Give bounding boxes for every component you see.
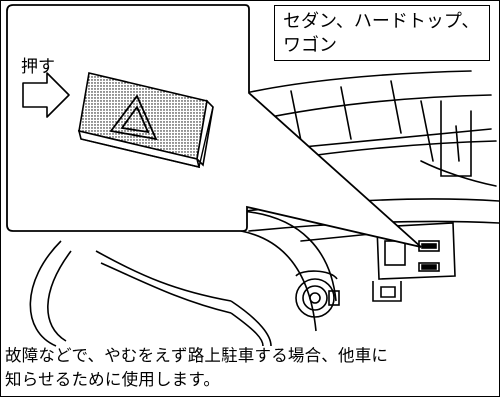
callout-inset <box>6 4 422 248</box>
model-applicability-label: セダン、ハードトップ、 ワゴン <box>274 5 490 61</box>
hazard-button <box>77 72 214 169</box>
press-arrow-icon <box>22 72 70 118</box>
caption-line1: 故障などで、やむをえず路上駐車する場合、他車に <box>5 346 389 365</box>
push-label: 押す <box>21 57 55 77</box>
caption-line2: 知らせるために使用します。 <box>5 370 221 389</box>
caption: 故障などで、やむをえず路上駐車する場合、他車に 知らせるために使用します。 <box>5 344 497 392</box>
model-label-line2: ワゴン <box>283 35 337 56</box>
model-label-line1: セダン、ハードトップ、 <box>283 11 480 32</box>
steering-column <box>295 270 340 318</box>
center-switch-panel <box>372 222 456 302</box>
hazard-triangle-icon <box>109 94 158 141</box>
